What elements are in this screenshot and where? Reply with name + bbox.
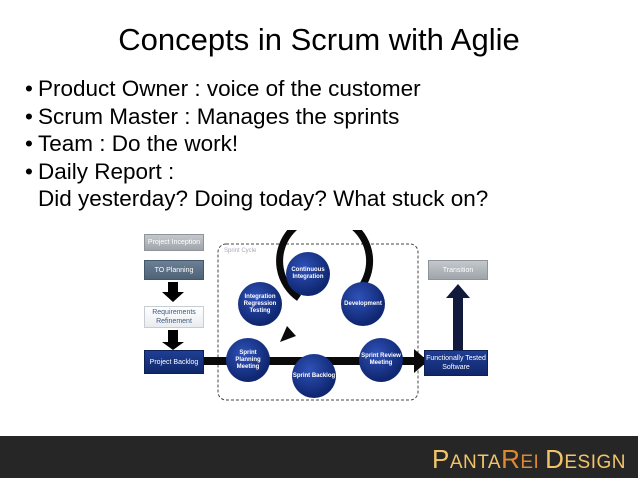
bullet-scrum-master: •Scrum Master : Manages the sprints (25, 103, 400, 129)
requirements-refinement-box: Requirements Refinement (144, 306, 204, 328)
sprint-cycle-label: Sprint Cycle (224, 248, 257, 254)
arrow-right-end (414, 349, 428, 373)
continuous-integration-node: Continuous Integration (286, 252, 330, 296)
project-backlog-box: Project Backlog (144, 350, 204, 374)
slide-title: Concepts in Scrum with Aglie (118, 22, 520, 57)
pantarei-design-logo: PANTAREI DESIGN (431, 444, 626, 474)
footer-bar: PANTAREI DESIGN (0, 436, 638, 478)
integration-regression-testing-node: Integration Regression Testing (238, 282, 282, 326)
sprint-cycle-frame (217, 243, 419, 401)
arrow-down-2 (162, 330, 184, 350)
arrow-up (446, 284, 470, 350)
sprint-planning-meeting-node: Sprint Planning Meeting (226, 338, 270, 382)
to-planning-box: TO Planning (144, 260, 204, 280)
functionally-tested-software-box: Functionally Tested Software (424, 350, 488, 376)
bullet-daily-report-detail: Did yesterday? Doing today? What stuck o… (38, 186, 489, 211)
cycle-arc (276, 230, 374, 301)
scrum-process-diagram: Sprint Cycle Project Inception TO Planni… (134, 230, 494, 402)
cycle-arrowhead (280, 326, 296, 342)
development-node: Development (341, 282, 385, 326)
project-inception-box: Project Inception (144, 234, 204, 251)
transition-box: Transition (428, 260, 488, 280)
bullet-list: •Product Owner : voice of the customer •… (25, 75, 488, 213)
bullet-daily-report: •Daily Report : Did yesterday? Doing tod… (25, 158, 489, 212)
arrow-down-1 (162, 282, 184, 302)
sprint-backlog-node: Sprint Backlog (292, 354, 336, 398)
bullet-product-owner: •Product Owner : voice of the customer (25, 76, 421, 101)
bullet-team: •Team : Do the work! (25, 131, 239, 156)
sprint-review-meeting-node: Sprint Review Meeting (359, 338, 403, 382)
